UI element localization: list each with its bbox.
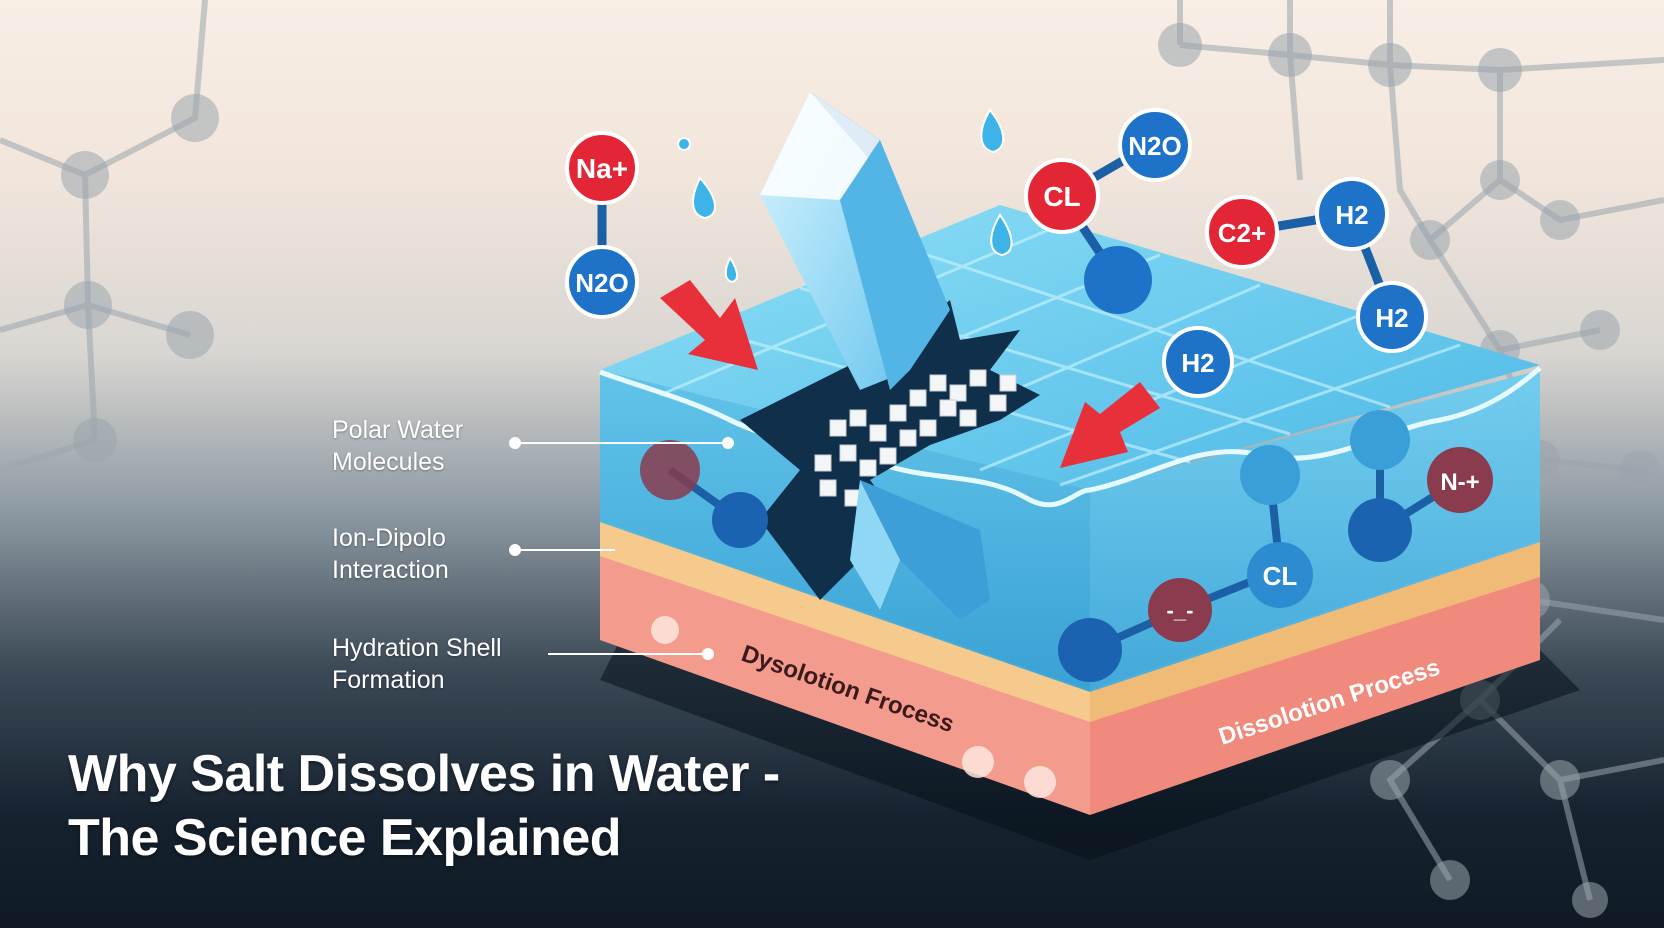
molecule-h2-top: H2 <box>1315 177 1389 251</box>
sand-layer-front <box>600 520 1090 722</box>
molecule-n2o-left: N2O <box>565 245 639 319</box>
label-h2-top: H2 <box>1335 200 1368 230</box>
label-c2-plus: C2+ <box>1218 218 1266 248</box>
label-cl-inside: CL <box>1263 561 1298 591</box>
crystal-face-top <box>760 92 880 200</box>
page-title: Why Salt Dissolves in Water - The Scienc… <box>68 742 780 870</box>
red-arrows <box>660 280 1160 468</box>
molecule-n2o-top: N2O <box>1118 108 1192 182</box>
label-n-minus: N-+ <box>1440 469 1479 496</box>
molecule-cl-top: CL <box>1024 158 1100 234</box>
crystal-face-mid <box>840 140 950 390</box>
sand-layer-side <box>1090 540 1540 722</box>
glow-dot <box>962 746 994 778</box>
block-shadow <box>600 640 1580 860</box>
molecule-blue-node <box>1084 246 1152 314</box>
arrow-right <box>1060 382 1160 468</box>
salt-crystals-cluster <box>814 369 1017 507</box>
molecule-h2-mid: H2 <box>1162 326 1234 398</box>
callout-hydration-shell-line1: Hydration Shell <box>332 634 502 662</box>
label-n2o-left: N2O <box>575 268 628 298</box>
label-neg-small: -_- <box>1167 598 1194 623</box>
glow-dot <box>1024 766 1056 798</box>
droplet <box>724 256 738 284</box>
molecule-h2-right: H2 <box>1356 281 1428 353</box>
molecule-n-minus: N-+ <box>1427 447 1493 513</box>
callout-polar-water-line2: Molecules <box>332 448 445 476</box>
callout-ion-dipole-line1: Ion-Dipolo <box>332 524 446 552</box>
salt-crystal <box>760 92 950 390</box>
arrow-left <box>660 280 758 370</box>
callout-ion-dipole-line2: Interaction <box>332 556 449 584</box>
callout-polar-water-line1: Polar Water <box>332 416 464 444</box>
molecule-cl-inside: CL <box>1247 542 1313 608</box>
molecule-na-plus: Na+ <box>565 131 639 205</box>
callout-polar-water: Polar Water Molecules <box>332 414 463 478</box>
water-droplets <box>677 108 1013 284</box>
crystal-shard-lower-face <box>850 480 900 610</box>
label-h2-mid: H2 <box>1181 348 1214 378</box>
molecule-neg-small: -_- <box>1148 578 1212 642</box>
label-na-plus: Na+ <box>576 153 628 184</box>
glow-dot <box>651 616 679 644</box>
droplet <box>980 108 1005 154</box>
title-line2: The Science Explained <box>68 809 622 867</box>
callout-leaders <box>509 437 734 660</box>
title-line1: Why Salt Dissolves in Water - <box>68 745 780 803</box>
callout-ion-dipole: Ion-Dipolo Interaction <box>332 522 449 586</box>
callout-hydration-shell-line2: Formation <box>332 666 445 694</box>
droplet <box>692 176 716 220</box>
molecule-c2-plus: C2+ <box>1205 195 1279 269</box>
label-n2o-top: N2O <box>1128 131 1181 161</box>
droplet <box>677 137 691 151</box>
label-h2-right: H2 <box>1375 303 1408 333</box>
label-cl-top: CL <box>1043 181 1080 212</box>
droplet <box>990 213 1013 257</box>
salmon-layer-side <box>1090 575 1540 815</box>
callout-hydration-shell: Hydration Shell Formation <box>332 632 502 696</box>
crystal-shard-lower <box>860 480 990 620</box>
